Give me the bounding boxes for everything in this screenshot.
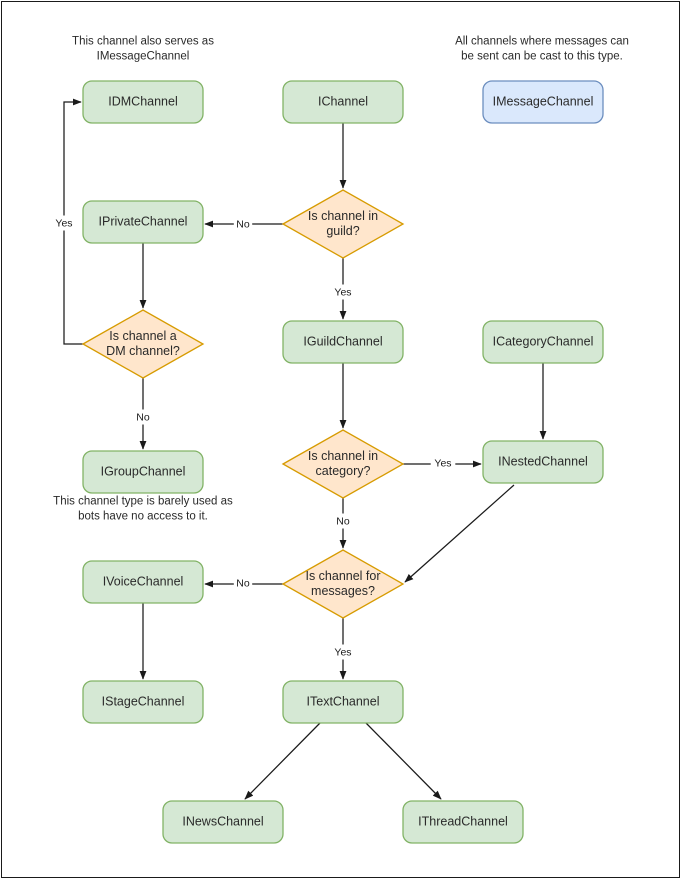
annotation-line: All channels where messages can bbox=[455, 36, 629, 48]
node-label: Is channel in bbox=[308, 209, 378, 223]
edge-label-backdrop bbox=[333, 513, 353, 529]
node-shape bbox=[282, 80, 404, 124]
edge-path bbox=[365, 722, 442, 800]
node-itextchannel[interactable]: ITextChannel bbox=[282, 680, 404, 724]
node-iprivatechannel[interactable]: IPrivateChannel bbox=[82, 200, 204, 244]
annotation-line: IMessageChannel bbox=[97, 51, 190, 63]
annotation-note-group-channel: This channel type is barely used as bots … bbox=[53, 496, 233, 523]
node-igroupchannel[interactable]: IGroupChannel bbox=[82, 450, 204, 494]
node-label: IChannel bbox=[318, 94, 368, 108]
node-shape bbox=[282, 320, 404, 364]
node-label: ICategoryChannel bbox=[493, 334, 594, 348]
edge-label-backdrop bbox=[430, 455, 456, 471]
decision-shape bbox=[81, 309, 205, 379]
node-ivoicechannel[interactable]: IVoiceChannel bbox=[82, 560, 204, 604]
node-icategorychannel[interactable]: ICategoryChannel bbox=[482, 320, 604, 364]
edge-d-category-to-d-messages: No bbox=[333, 498, 353, 549]
annotation-line: bots have no access to it. bbox=[78, 511, 208, 523]
edge-label: Yes bbox=[334, 646, 351, 658]
node-label: IThreadChannel bbox=[418, 814, 508, 828]
node-label: DM channel? bbox=[106, 344, 180, 358]
annotation-note-dm: This channel also serves as IMessageChann… bbox=[72, 36, 214, 63]
node-label: IStageChannel bbox=[102, 694, 185, 708]
node-label: IMessageChannel bbox=[493, 94, 594, 108]
node-label: messages? bbox=[311, 584, 375, 598]
edge-itextchannel-to-ithreadchannel bbox=[365, 722, 442, 800]
node-label: ITextChannel bbox=[307, 694, 380, 708]
node-shape bbox=[82, 560, 204, 604]
node-inewschannel[interactable]: INewsChannel bbox=[162, 800, 284, 844]
notes-layer: This channel also serves as IMessageChann… bbox=[53, 36, 629, 523]
edge-d-guild-to-iguildchannel: Yes bbox=[330, 258, 356, 320]
annotation-line: be sent can be cast to this type. bbox=[461, 51, 623, 63]
edge-d-messages-to-ivoicechannel: No bbox=[204, 575, 283, 591]
edge-label: Yes bbox=[334, 286, 351, 298]
node-shape bbox=[82, 200, 204, 244]
node-ithreadchannel[interactable]: IThreadChannel bbox=[402, 800, 524, 844]
node-label: Is channel a bbox=[109, 329, 176, 343]
edge-label-backdrop bbox=[233, 575, 253, 591]
node-label: IDMChannel bbox=[108, 94, 177, 108]
annotation-note-message-channel: All channels where messages can be sent c… bbox=[455, 36, 629, 63]
edge-label-backdrop bbox=[233, 216, 253, 232]
node-label: Is channel for bbox=[305, 569, 380, 583]
node-shape bbox=[82, 680, 204, 724]
edge-path bbox=[404, 484, 515, 583]
node-label: INewsChannel bbox=[182, 814, 263, 828]
annotation-line: This channel type is barely used as bbox=[53, 496, 233, 508]
annotation-line: This channel also serves as bbox=[72, 36, 214, 48]
decision-shape bbox=[281, 429, 405, 499]
node-label: guild? bbox=[326, 224, 359, 238]
edge-label-backdrop bbox=[133, 409, 153, 425]
edge-d-category-to-inestedchannel: Yes bbox=[403, 455, 482, 471]
node-label: INestedChannel bbox=[498, 454, 588, 468]
node-label: category? bbox=[316, 464, 371, 478]
edge-d-dm-to-idmchannel: Yes bbox=[51, 98, 83, 345]
node-shape bbox=[162, 800, 284, 844]
edge-label-backdrop bbox=[330, 284, 356, 300]
nodes-layer: IDMChannel IChannel IMessageChannelIPrivat… bbox=[81, 80, 604, 844]
edge-inestedchannel-to-d-messages bbox=[404, 484, 515, 583]
edge-label-backdrop bbox=[330, 644, 356, 660]
node-idmchannel[interactable]: IDMChannel bbox=[82, 80, 204, 124]
edge-path bbox=[244, 722, 321, 800]
edge-label: No bbox=[236, 577, 250, 589]
edge-itextchannel-to-inewschannel bbox=[244, 722, 321, 800]
edge-d-dm-to-igroupchannel: No bbox=[133, 378, 153, 450]
node-imessagechannel[interactable]: IMessageChannel bbox=[482, 80, 604, 124]
edge-d-messages-to-itextchannel: Yes bbox=[330, 618, 356, 680]
decision-shape bbox=[281, 549, 405, 619]
edge-label: No bbox=[136, 411, 150, 423]
node-shape bbox=[482, 440, 604, 484]
node-shape bbox=[482, 320, 604, 364]
node-label: IGuildChannel bbox=[303, 334, 382, 348]
node-label: IPrivateChannel bbox=[99, 214, 188, 228]
node-istagechannel[interactable]: IStageChannel bbox=[82, 680, 204, 724]
node-inestedchannel[interactable]: INestedChannel bbox=[482, 440, 604, 484]
node-label: Is channel in bbox=[308, 449, 378, 463]
node-shape bbox=[282, 680, 404, 724]
edge-label: Yes bbox=[434, 457, 451, 469]
node-label: IGroupChannel bbox=[101, 464, 186, 478]
decision-shape bbox=[281, 189, 405, 259]
edge-label: Yes bbox=[55, 217, 72, 229]
node-shape bbox=[482, 80, 604, 124]
node-ichannel[interactable]: IChannel bbox=[282, 80, 404, 124]
node-d-dm[interactable]: Is channel aDM channel? bbox=[81, 309, 205, 379]
edge-label: No bbox=[236, 218, 250, 230]
node-iguildchannel[interactable]: IGuildChannel bbox=[282, 320, 404, 364]
node-label: IVoiceChannel bbox=[103, 574, 184, 588]
node-shape bbox=[82, 80, 204, 124]
node-shape bbox=[82, 450, 204, 494]
node-shape bbox=[402, 800, 524, 844]
edge-label: No bbox=[336, 515, 350, 527]
edge-d-guild-to-iprivatechannel: No bbox=[204, 216, 283, 232]
edge-label-backdrop bbox=[51, 215, 77, 231]
